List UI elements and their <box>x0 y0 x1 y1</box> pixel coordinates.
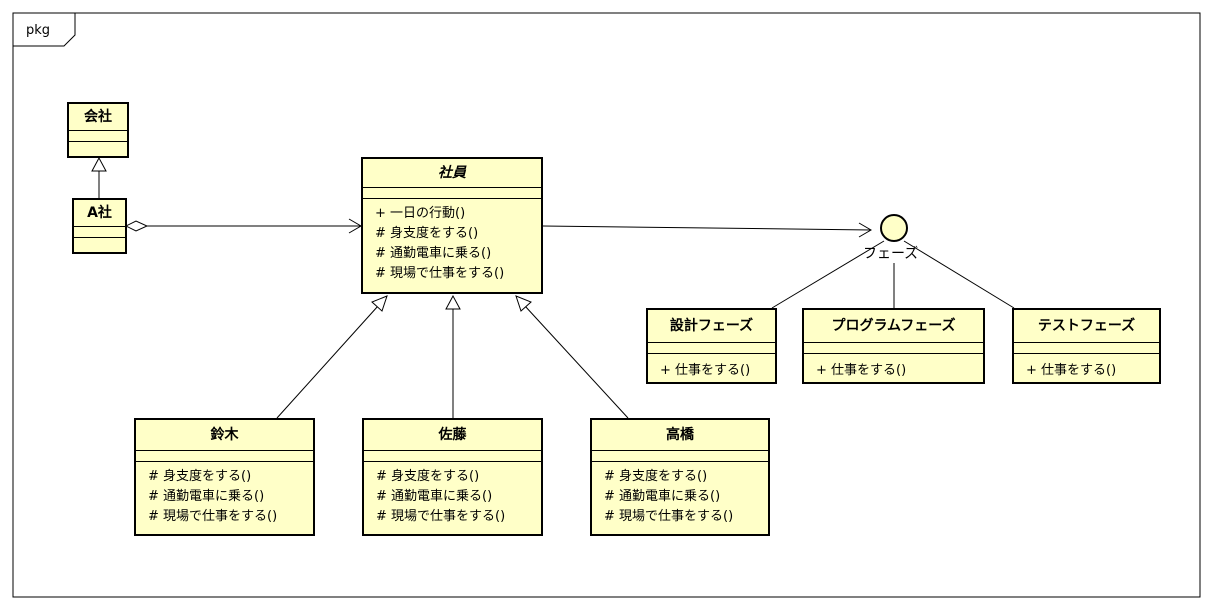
class-name: 佐藤 <box>364 420 541 451</box>
package-frame <box>12 12 1201 598</box>
attributes-compartment <box>363 188 541 199</box>
attributes-compartment <box>592 451 768 462</box>
class-suzuki[interactable]: 鈴木 # 身支度をする() # 通勤電車に乗る() # 現場で仕事をする() <box>134 418 315 536</box>
generalization-suzuki <box>276 305 379 419</box>
class-name: 会社 <box>69 104 127 131</box>
operation: # 現場で仕事をする() <box>375 266 505 281</box>
package-frame-tab <box>13 13 76 47</box>
class-test-phase[interactable]: テストフェーズ + 仕事をする() <box>1012 308 1161 384</box>
attributes-compartment <box>364 451 541 462</box>
operations-compartment: + 仕事をする() <box>1014 354 1159 385</box>
operations-compartment: # 身支度をする() # 通勤電車に乗る() # 現場で仕事をする() <box>592 462 768 531</box>
operation: + 仕事をする() <box>1026 363 1117 378</box>
generalization-arrowhead <box>91 156 107 172</box>
generalization-arrowhead <box>445 294 461 310</box>
operation: # 現場で仕事をする() <box>376 509 506 524</box>
operation: + 一日の行動() <box>375 206 466 221</box>
operations-compartment: + 仕事をする() <box>804 354 983 385</box>
operation: # 身支度をする() <box>375 226 479 241</box>
interface-name: フェーズ <box>863 246 919 262</box>
association-line <box>542 225 872 231</box>
operations-compartment: # 身支度をする() # 通勤電車に乗る() # 現場で仕事をする() <box>136 462 313 531</box>
class-kaisha[interactable]: 会社 <box>67 102 129 158</box>
attributes-compartment <box>69 131 127 142</box>
class-name: 高橋 <box>592 420 768 451</box>
generalization-arrowhead <box>371 295 388 312</box>
attributes-compartment <box>136 451 313 462</box>
operation: # 通勤電車に乗る() <box>604 489 721 504</box>
attributes-compartment <box>804 343 983 354</box>
attributes-compartment <box>648 343 775 354</box>
attributes-compartment <box>74 227 125 238</box>
operation: + 仕事をする() <box>660 363 751 378</box>
operation: # 通勤電車に乗る() <box>376 489 493 504</box>
operations-compartment: # 身支度をする() # 通勤電車に乗る() # 現場で仕事をする() <box>364 462 541 531</box>
operations-compartment: + 一日の行動() # 身支度をする() # 通勤電車に乗る() # 現場で仕事… <box>363 199 541 288</box>
generalization-takahashi <box>524 305 629 419</box>
class-shain[interactable]: 社員 + 一日の行動() # 身支度をする() # 通勤電車に乗る() # 現場… <box>361 157 543 294</box>
operation: # 身支度をする() <box>376 469 480 484</box>
interface-circle <box>880 214 908 242</box>
operation: # 通勤電車に乗る() <box>375 246 492 261</box>
class-programming-phase[interactable]: プログラムフェーズ + 仕事をする() <box>802 308 985 384</box>
operation: # 身支度をする() <box>148 469 252 484</box>
class-sato[interactable]: 佐藤 # 身支度をする() # 通勤電車に乗る() # 現場で仕事をする() <box>362 418 543 536</box>
realization-test <box>903 240 1015 309</box>
class-takahashi[interactable]: 高橋 # 身支度をする() # 通勤電車に乗る() # 現場で仕事をする() <box>590 418 770 536</box>
class-name: 社員 <box>363 159 541 188</box>
package-frame-label: pkg <box>26 23 51 38</box>
operation: # 身支度をする() <box>604 469 708 484</box>
class-a-sha[interactable]: A社 <box>72 198 127 254</box>
realization-sekkei <box>771 240 885 309</box>
class-sekkei-phase[interactable]: 設計フェーズ + 仕事をする() <box>646 308 777 384</box>
class-name: A社 <box>74 200 125 227</box>
class-name: 鈴木 <box>136 420 313 451</box>
aggregation-diamond <box>124 220 149 232</box>
class-name: 設計フェーズ <box>648 310 775 343</box>
generalization-arrowhead <box>515 295 532 312</box>
operation: # 通勤電車に乗る() <box>148 489 265 504</box>
association-arrowhead <box>858 222 872 238</box>
attributes-compartment <box>1014 343 1159 354</box>
class-name: プログラムフェーズ <box>804 310 983 343</box>
operation: # 現場で仕事をする() <box>604 509 734 524</box>
operation: + 仕事をする() <box>816 363 907 378</box>
class-name: テストフェーズ <box>1014 310 1159 343</box>
operation: # 現場で仕事をする() <box>148 509 278 524</box>
operations-compartment: + 仕事をする() <box>648 354 775 385</box>
